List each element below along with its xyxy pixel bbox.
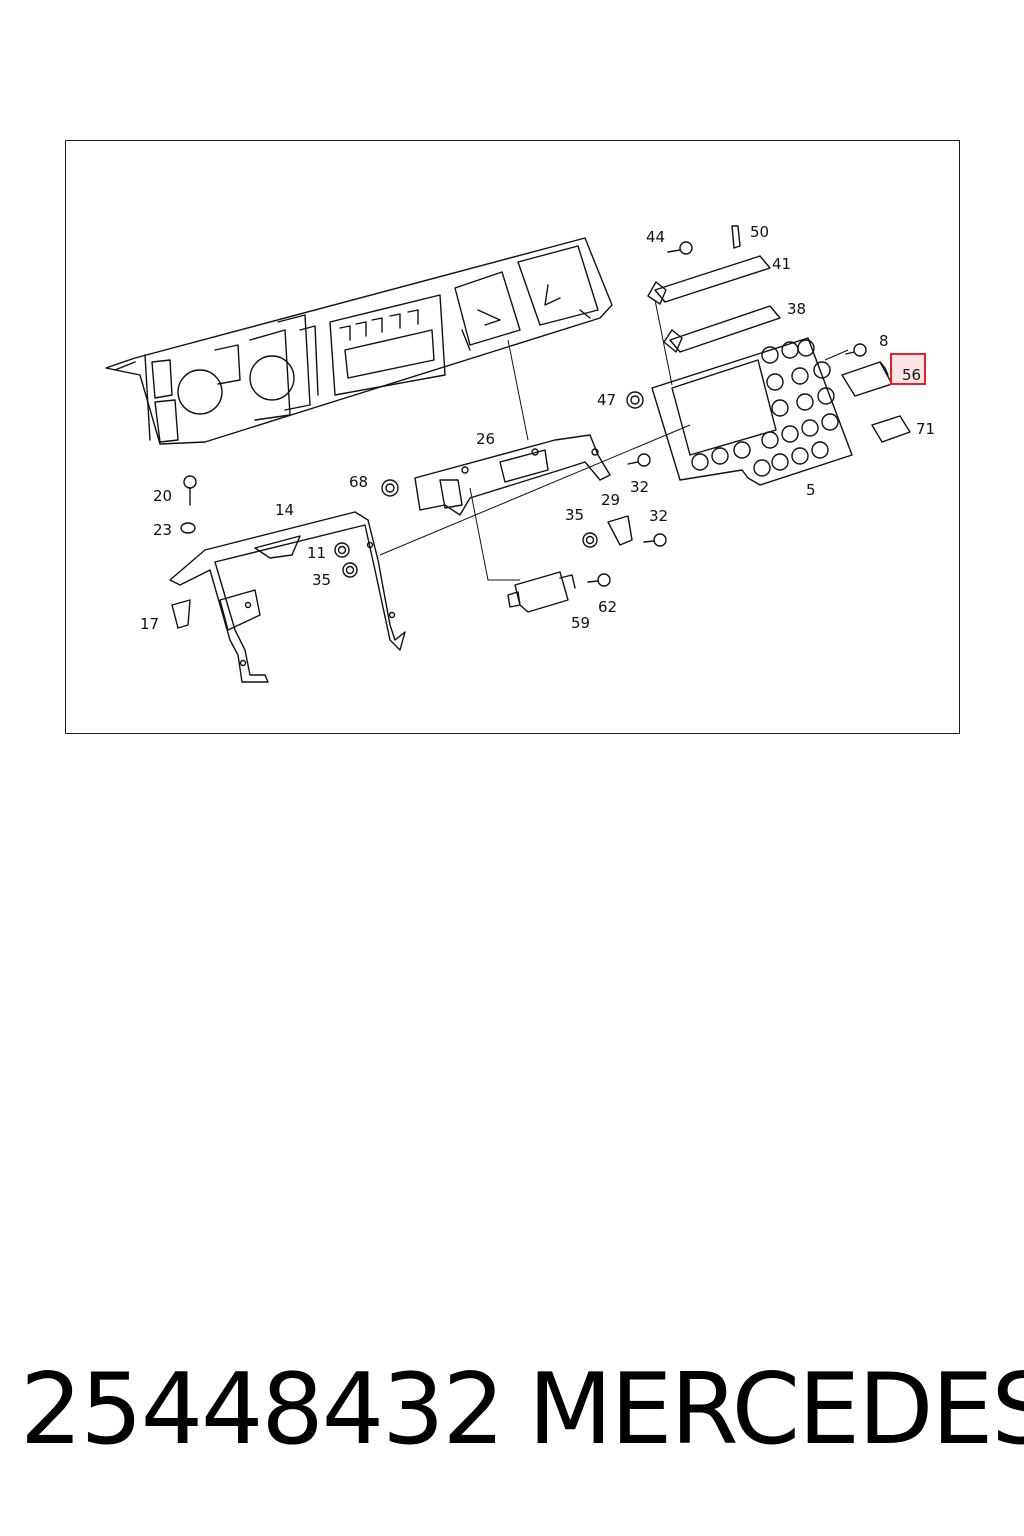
relay-56 [841,361,893,397]
cluster-hole [796,393,814,411]
callout-35-left: 35 [312,571,331,589]
callout-8: 8 [879,332,889,350]
cluster-hole [811,441,829,459]
cluster-hole [791,367,809,385]
callout-47: 47 [597,391,616,409]
callout-17: 17 [140,615,159,633]
callout-71: 71 [916,420,935,438]
exploded-parts-diagram: 44 50 41 38 8 56 47 71 26 5 32 68 29 20 … [105,223,935,683]
cluster-hole [781,425,799,443]
cluster-hole [761,431,779,449]
cluster-hole [766,373,784,391]
cluster-hole [771,399,789,417]
cluster-hole [711,447,729,465]
cluster-hole [813,361,831,379]
fastener-screws [171,225,867,629]
callout-32-upper: 32 [630,478,649,496]
relay-59 [507,571,576,613]
bracket-14 [169,511,406,683]
diagram-frame [65,140,960,734]
callout-11: 11 [307,544,326,562]
callout-32-lower: 32 [649,507,668,525]
callout-20: 20 [153,487,172,505]
cover-strip-41 [647,255,771,305]
cover-strip-38 [663,305,781,353]
callout-68: 68 [349,473,368,491]
cluster-panel-5 [651,337,853,486]
callout-56: 56 [902,366,921,384]
callout-44: 44 [646,228,665,246]
callout-14: 14 [275,501,294,519]
callout-62: 62 [598,598,617,616]
cluster-hole [753,459,771,477]
callout-29: 29 [601,491,620,509]
callout-35-right: 35 [565,506,584,524]
brand-text: MERCEDES [528,1353,1024,1467]
bracket-26 [414,434,611,516]
callout-5: 5 [806,481,816,499]
callout-56-highlight-box [890,353,926,385]
cluster-hole [761,346,779,364]
callout-50: 50 [750,223,769,241]
cluster-hole [821,413,839,431]
cluster-hole [691,453,709,471]
cluster-hole [791,447,809,465]
callout-23: 23 [153,521,172,539]
relay-71 [871,415,911,443]
callout-59: 59 [571,614,590,632]
cluster-hole [771,453,789,471]
callout-labels: 44 50 41 38 8 56 47 71 26 5 32 68 29 20 … [140,223,935,633]
cluster-hole [801,419,819,437]
callout-38: 38 [787,300,806,318]
cluster-hole [817,387,835,405]
instrument-panel-carrier [105,237,613,445]
callout-26: 26 [476,430,495,448]
cluster-hole [797,339,815,357]
part-number-text: 25448432 [20,1353,505,1467]
callout-41: 41 [772,255,791,273]
cluster-hole [733,441,751,459]
